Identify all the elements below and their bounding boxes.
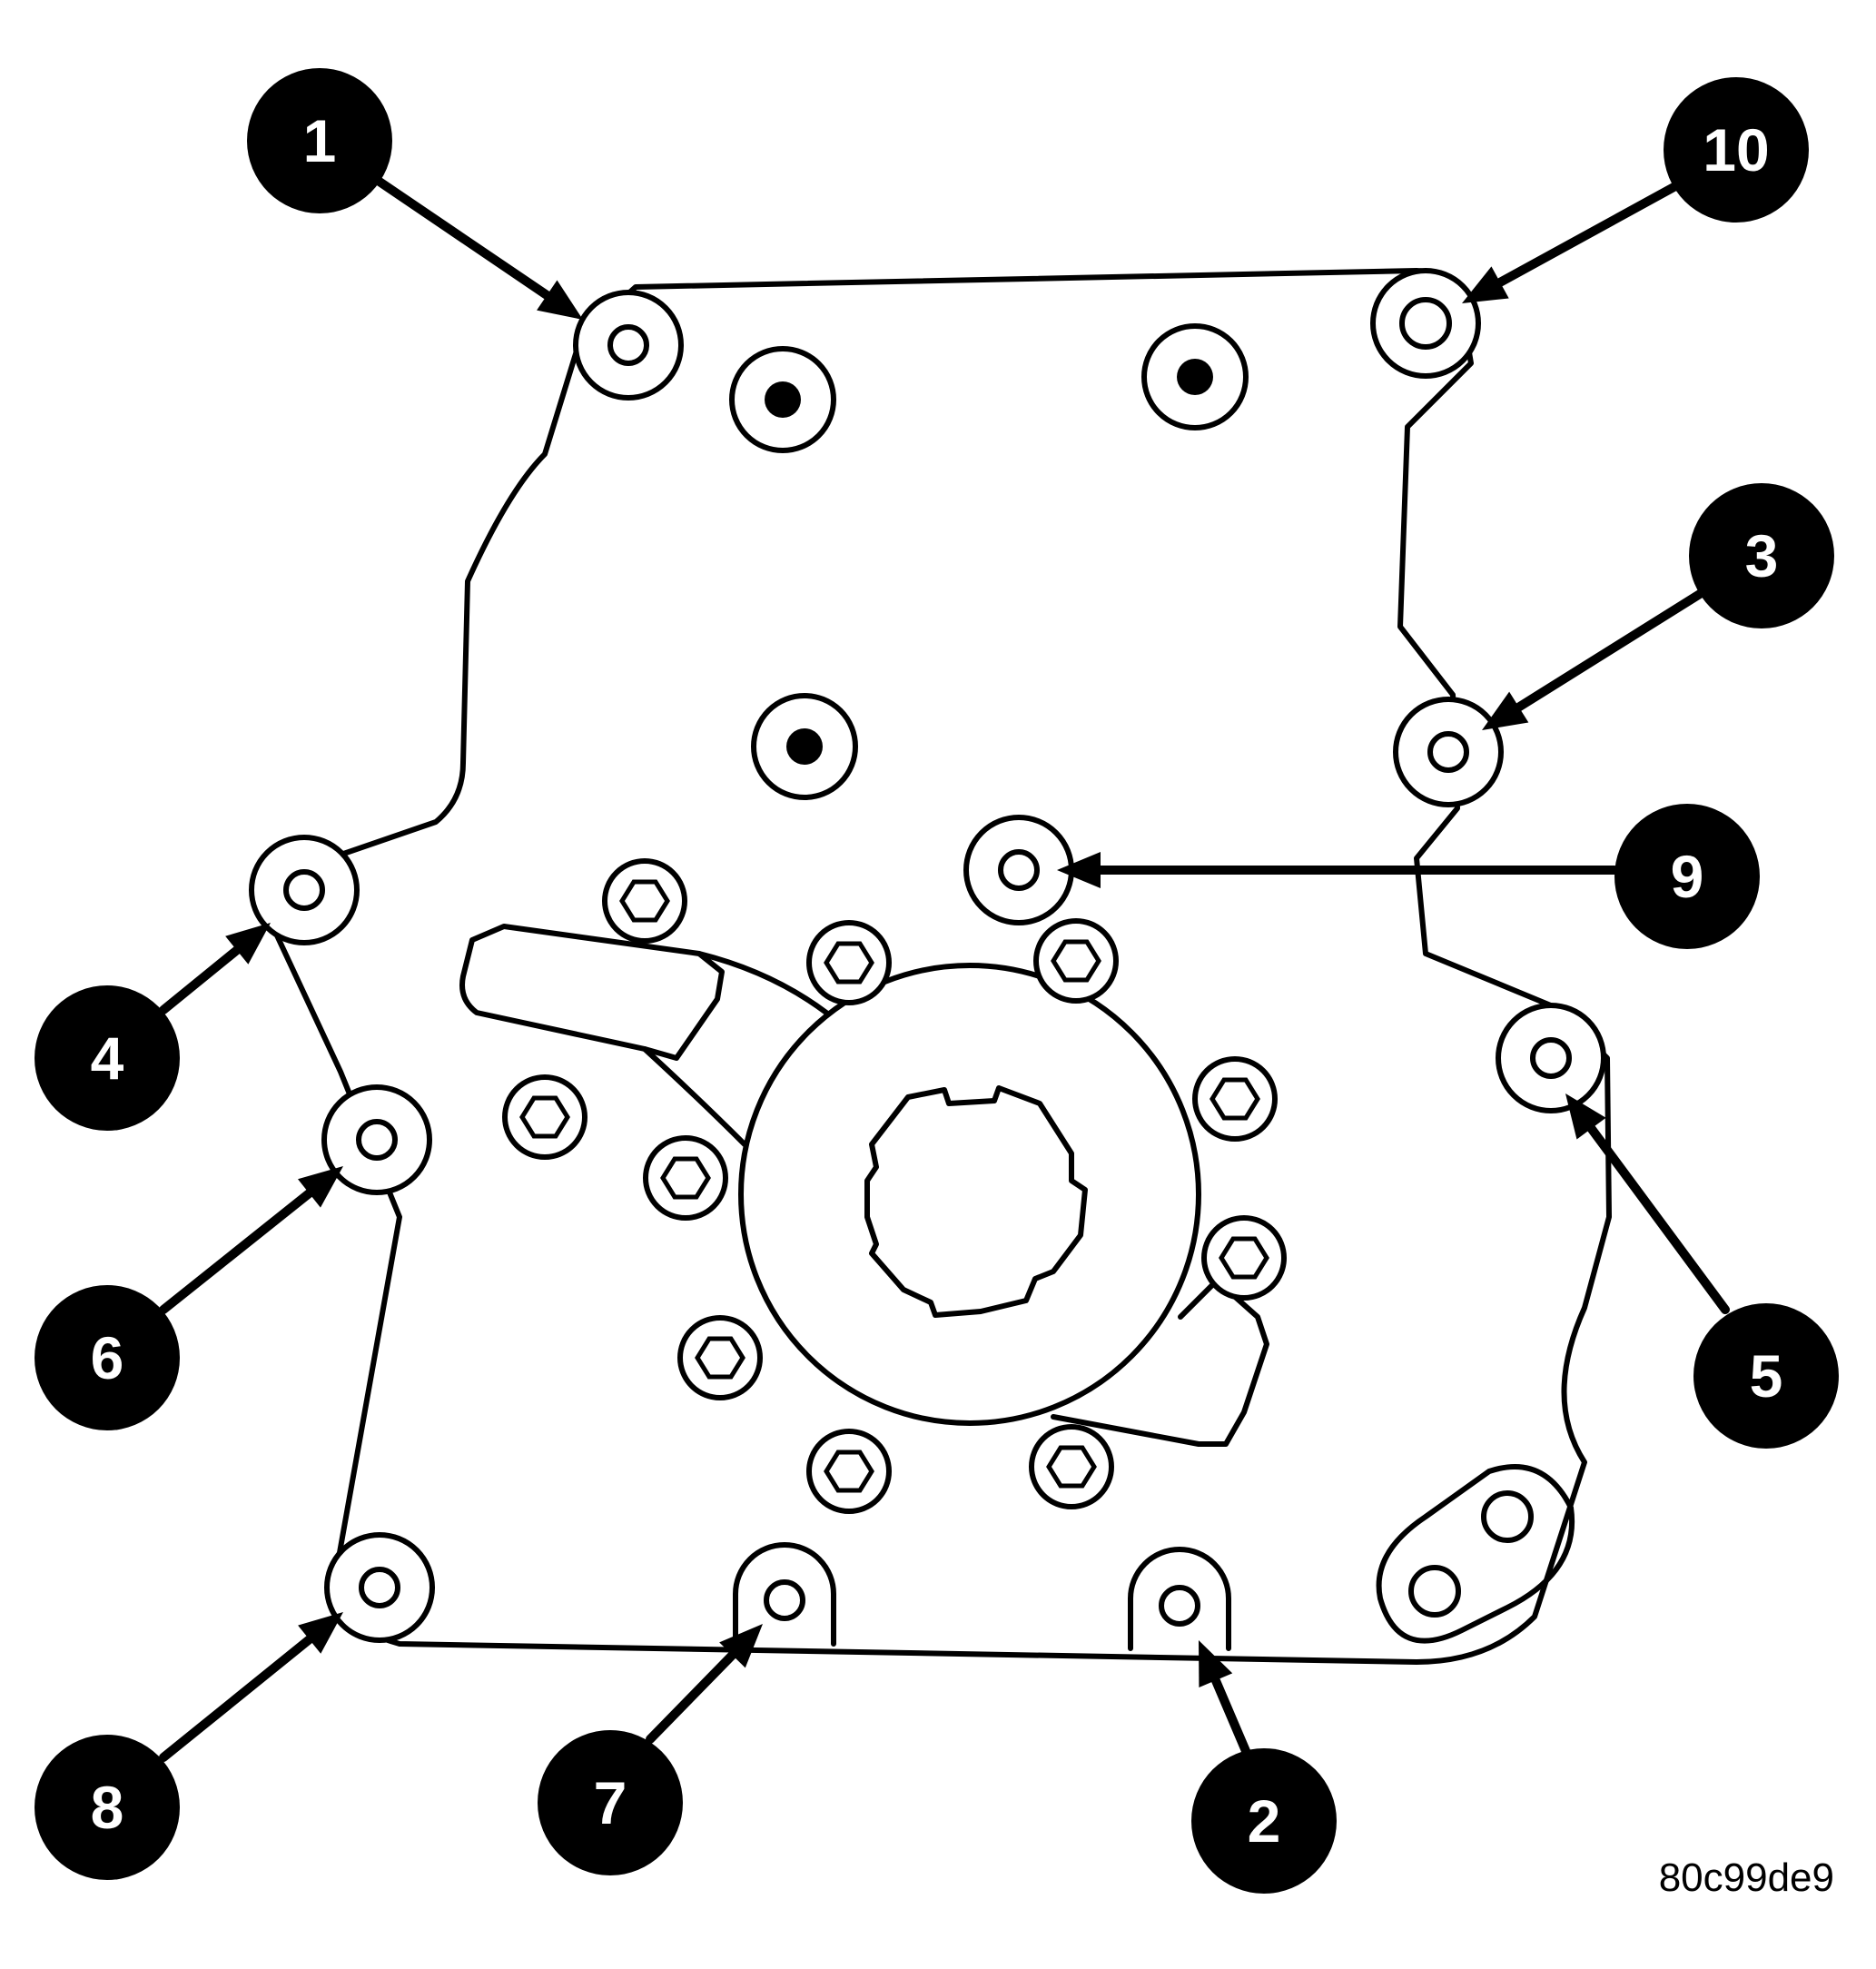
svg-text:4: 4 bbox=[91, 1024, 124, 1092]
callout-4: 4 bbox=[35, 985, 180, 1131]
arrow-1 bbox=[370, 173, 583, 320]
arrow-2-head bbox=[1199, 1640, 1233, 1687]
svg-text:6: 6 bbox=[91, 1324, 124, 1391]
hex-bolt bbox=[806, 1429, 892, 1514]
arrow-8-head bbox=[298, 1612, 343, 1654]
bolt-hole-10 bbox=[1370, 268, 1481, 379]
arrow-5-shaft bbox=[1586, 1123, 1730, 1314]
svg-text:10: 10 bbox=[1703, 116, 1769, 183]
bolt-hole-1 bbox=[573, 290, 684, 401]
arrow-2 bbox=[1199, 1640, 1250, 1756]
callout-8: 8 bbox=[35, 1735, 180, 1880]
svg-text:9: 9 bbox=[1671, 843, 1704, 910]
arrow-4 bbox=[159, 923, 271, 1014]
dowel-hole bbox=[751, 693, 858, 800]
arrow-6 bbox=[159, 1166, 343, 1314]
bolt-hole-9 bbox=[963, 815, 1074, 925]
callout-9: 9 bbox=[1614, 804, 1760, 949]
pump-housing bbox=[459, 924, 1269, 1447]
hex-bolt bbox=[677, 1315, 763, 1400]
arrow-7-head bbox=[719, 1624, 763, 1668]
arrow-10-head bbox=[1462, 266, 1509, 303]
arrow-9-head bbox=[1057, 852, 1101, 888]
callout-5: 5 bbox=[1693, 1303, 1839, 1449]
callouts: 1 10 3 9 4 6 5 8 7 2 bbox=[35, 68, 1839, 1894]
arrow-6-shaft bbox=[159, 1188, 314, 1314]
arrow-4-shaft bbox=[159, 945, 242, 1014]
bolt-hole-6 bbox=[321, 1084, 432, 1195]
arrow-8-shaft bbox=[159, 1635, 314, 1762]
figure-code: 80c99de9 bbox=[1659, 1855, 1834, 1900]
callout-10: 10 bbox=[1664, 77, 1809, 223]
bolt-hole-5 bbox=[1496, 1003, 1606, 1113]
arrow-5 bbox=[1565, 1093, 1730, 1314]
hex-bolt bbox=[1033, 918, 1119, 1004]
arrow-4-head bbox=[225, 923, 271, 965]
svg-text:7: 7 bbox=[594, 1769, 627, 1836]
arrow-10 bbox=[1462, 181, 1682, 303]
arrow-7 bbox=[646, 1624, 763, 1744]
callout-7: 7 bbox=[538, 1730, 683, 1875]
arrow-5-head bbox=[1565, 1093, 1606, 1140]
hex-bolt bbox=[643, 1135, 728, 1221]
hex-bolt bbox=[1201, 1215, 1287, 1301]
callout-2: 2 bbox=[1191, 1748, 1337, 1894]
svg-text:2: 2 bbox=[1248, 1787, 1281, 1855]
bolt-hole-7 bbox=[733, 1542, 836, 1647]
arrow-3-head bbox=[1482, 691, 1529, 730]
hex-bolt bbox=[602, 858, 687, 944]
hex-bolt bbox=[1029, 1424, 1114, 1509]
arrow-3 bbox=[1482, 589, 1704, 730]
callout-3: 3 bbox=[1689, 483, 1834, 628]
arrow-6-head bbox=[298, 1166, 343, 1208]
hex-bolt bbox=[502, 1074, 587, 1160]
arrow-3-shaft bbox=[1514, 589, 1704, 712]
arrow-7-shaft bbox=[646, 1650, 737, 1744]
leader-arrows bbox=[159, 173, 1730, 1762]
hex-bolt bbox=[1192, 1056, 1278, 1142]
bolt-hole-3 bbox=[1393, 697, 1504, 807]
bolt-hole-2 bbox=[1128, 1547, 1231, 1651]
hex-bolt bbox=[806, 920, 892, 1005]
svg-text:1: 1 bbox=[303, 107, 337, 174]
dowel-hole bbox=[729, 346, 836, 453]
arrow-1-shaft bbox=[370, 173, 552, 301]
bolt-hole-4 bbox=[249, 835, 360, 945]
callout-6: 6 bbox=[35, 1285, 180, 1430]
arrow-8 bbox=[159, 1612, 343, 1762]
mounting-bracket bbox=[1376, 1464, 1575, 1644]
arrow-9 bbox=[1057, 852, 1619, 888]
callout-1: 1 bbox=[247, 68, 392, 213]
svg-text:3: 3 bbox=[1745, 522, 1779, 589]
arrow-10-shaft bbox=[1496, 181, 1682, 287]
dowel-hole bbox=[1141, 323, 1249, 430]
cover-outline bbox=[274, 268, 1612, 1665]
svg-text:8: 8 bbox=[91, 1774, 124, 1841]
svg-text:5: 5 bbox=[1750, 1342, 1783, 1410]
arrow-2-shaft bbox=[1210, 1676, 1250, 1756]
arrow-1-head bbox=[537, 280, 583, 320]
bolt-hole-8 bbox=[324, 1532, 435, 1643]
